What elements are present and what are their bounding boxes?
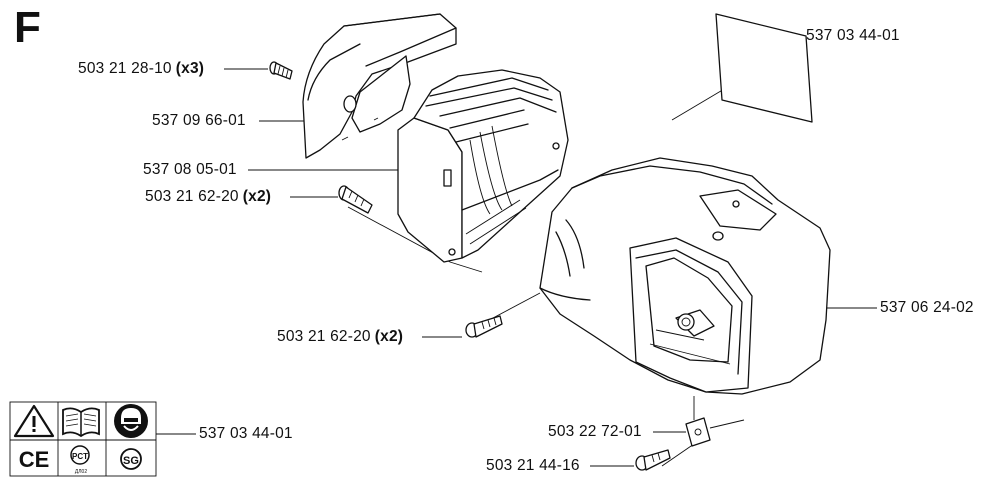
label-cover-top: 537 09 66-01 (152, 112, 246, 130)
part-number: 537 08 05-01 (143, 161, 237, 178)
open-book-icon (62, 407, 100, 438)
part-number: 503 21 62-20 (277, 328, 371, 345)
cover-top-drawing (302, 13, 457, 159)
section-letter: F (14, 3, 41, 52)
svg-text:PCT: PCT (72, 452, 88, 461)
label-decal-top: 537 03 44-01 (806, 27, 900, 45)
label-clip: 503 22 72-01 (548, 423, 642, 441)
quantity: (x2) (242, 188, 272, 205)
label-housing: 537 06 24-02 (880, 299, 974, 317)
part-number: 503 22 72-01 (548, 423, 642, 440)
screw-top-drawing (269, 61, 293, 80)
leader-lines (156, 35, 877, 467)
screw-bottom-drawing (635, 449, 671, 471)
ce-mark-icon: CE (19, 447, 50, 472)
symbol-block: CE PCT ДЛ02 SG (9, 401, 157, 477)
label-screw-mid: 503 21 62-20(x2) (145, 188, 271, 206)
part-number: 503 21 28-10 (78, 60, 172, 77)
svg-text:ДЛ02: ДЛ02 (75, 469, 87, 475)
part-number: 537 06 24-02 (880, 299, 974, 316)
screw-mid-drawing (338, 185, 373, 214)
part-number: 503 21 44-16 (486, 457, 580, 474)
label-screw-bottom: 503 21 44-16 (486, 457, 580, 475)
quantity: (x3) (175, 60, 205, 77)
warning-triangle-icon (13, 404, 55, 438)
cylinder-shroud-drawing (397, 69, 569, 263)
part-number: 503 21 62-20 (145, 188, 239, 205)
screw-lower-drawing (465, 315, 503, 338)
sg-mark-icon: SG (120, 448, 142, 470)
part-number: 537 09 66-01 (152, 112, 246, 129)
gost-mark-icon: PCT ДЛ02 (70, 445, 90, 475)
head-protection-icon (114, 404, 148, 438)
label-cylinder-shroud: 537 08 05-01 (143, 161, 237, 179)
quantity: (x2) (374, 328, 404, 345)
clip-drawing (685, 417, 711, 447)
label-screw-top: 503 21 28-10(x3) (78, 60, 204, 78)
decal-top-drawing (715, 13, 813, 123)
part-number: 537 03 44-01 (806, 27, 900, 44)
svg-text:CE: CE (19, 447, 50, 472)
svg-text:SG: SG (123, 455, 139, 467)
part-number: 537 03 44-01 (199, 425, 293, 442)
label-decal-symbols: 537 03 44-01 (199, 425, 293, 443)
housing-drawing (539, 157, 831, 395)
label-screw-lower: 503 21 62-20(x2) (277, 328, 403, 346)
